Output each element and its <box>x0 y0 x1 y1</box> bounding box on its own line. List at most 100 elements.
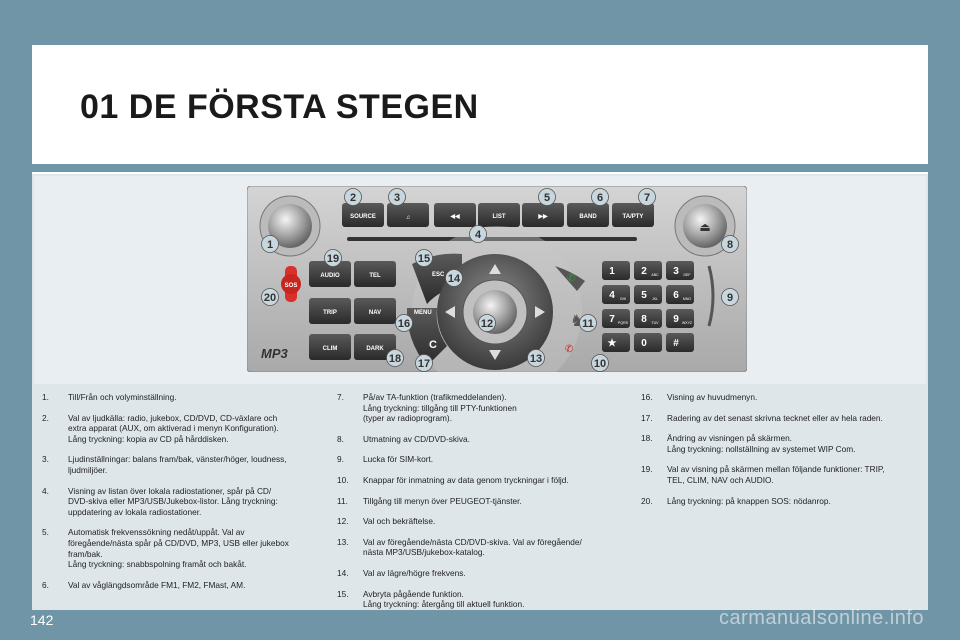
svg-text:✆: ✆ <box>567 273 575 284</box>
list-item: 12.Val och bekräftelse. <box>337 516 436 527</box>
callout-badge <box>261 288 279 306</box>
cd-slot <box>347 237 637 241</box>
callout-badge <box>388 188 406 206</box>
svg-text:SOS: SOS <box>285 283 298 289</box>
eject-knob <box>683 204 727 248</box>
keypad-key <box>666 285 694 304</box>
keypad-letters: WXYZ <box>682 321 693 325</box>
callout-badge <box>386 349 404 367</box>
list-item: 11.Tillgång till menyn över PEUGEOT-tjän… <box>337 495 522 506</box>
title-panel <box>32 45 928 164</box>
keypad-key <box>634 261 662 280</box>
keypad-digit: 7 <box>609 314 615 325</box>
keypad-key <box>634 333 662 352</box>
svg-text:NAV: NAV <box>369 310 381 316</box>
list-item: 8.Utmatning av CD/DVD-skiva. <box>337 433 470 444</box>
svg-text:MENU: MENU <box>414 310 432 316</box>
svg-text:▶▶: ▶▶ <box>537 213 548 220</box>
keypad-letters: PQRS <box>618 321 629 325</box>
list-item: 5.Automatisk frekvenssökning nedåt/uppåt… <box>42 527 289 570</box>
svg-text:TA/PTY: TA/PTY <box>623 214 644 220</box>
keypad-letters: GHI <box>620 297 626 301</box>
callout-badge <box>638 188 656 206</box>
keypad-key <box>602 261 630 280</box>
keypad-letters: MNO <box>683 297 691 301</box>
left-button-grid: AUDIO TEL TRIP NAV CLIM DARK <box>309 261 396 360</box>
list-item: 9.Lucka för SIM-kort. <box>337 454 434 465</box>
keypad-digit: # <box>673 338 679 349</box>
svg-text:TRIP: TRIP <box>323 310 337 316</box>
callout-number: 2 <box>350 192 356 204</box>
svg-text:LIST: LIST <box>493 214 506 220</box>
keypad-digit: 3 <box>673 266 679 277</box>
callout-number: 10 <box>594 358 606 370</box>
list-item: 19.Val av visning på skärmen mellan följ… <box>641 464 885 485</box>
list-item: 18.Ändring av visningen på skärmen. Lång… <box>641 433 856 454</box>
callout-number: 3 <box>394 192 400 204</box>
callout-badge <box>527 349 545 367</box>
svg-text:◀◀: ◀◀ <box>449 213 460 220</box>
keypad-key <box>666 333 694 352</box>
callout-badge <box>721 235 739 253</box>
svg-text:ESC: ESC <box>432 272 445 278</box>
svg-text:CLIM: CLIM <box>323 346 338 352</box>
list-item: 6.Val av våglängdsområde FM1, FM2, FMast… <box>42 579 246 590</box>
svg-text:✆: ✆ <box>565 344 573 355</box>
list-item: 20.Lång tryckning: på knappen SOS: nödan… <box>641 495 831 506</box>
list-item: 7.På/av TA-funktion (trafikmeddelanden).… <box>337 392 517 424</box>
column-2: 7.På/av TA-funktion (trafikmeddelanden).… <box>337 392 627 620</box>
keypad-letters: DEF <box>684 273 691 277</box>
keypad-key <box>602 285 630 304</box>
list-item: 13.Val av föregående/nästa CD/DVD-skiva.… <box>337 536 582 558</box>
keypad-key <box>666 261 694 280</box>
keypad-digit: 4 <box>609 290 615 301</box>
callout-badge <box>721 288 739 306</box>
callout-number: 17 <box>418 358 430 370</box>
callout-number: 16 <box>398 318 410 330</box>
list-item: 14.Val av lägre/högre frekvens. <box>337 567 466 578</box>
keypad-digit: 8 <box>641 314 647 325</box>
radio-diagram: ⏏ SOURCE ♫ ◀◀ LIST ▶▶ BAND TA/PTY SOS AU… <box>247 186 747 372</box>
keypad-digit: ★ <box>608 338 617 349</box>
list-item: 15.Avbryta pågående funktion. Lång tryck… <box>337 588 525 610</box>
callout-badge <box>415 354 433 372</box>
callout-badge <box>591 188 609 206</box>
callout-badge <box>344 188 362 206</box>
keypad-key <box>602 333 630 352</box>
callout-number: 4 <box>475 229 482 241</box>
column-3: 16.Visning av huvudmenyn. 17.Radering av… <box>641 392 926 516</box>
list-item: 17.Radering av det senast skrivna teckne… <box>641 412 883 423</box>
callout-number: 13 <box>530 353 542 365</box>
list-item: 1.Till/Från och volyminställning. <box>42 392 177 402</box>
keypad-digit: 1 <box>609 266 615 277</box>
callout-badge <box>395 314 413 332</box>
keypad-letters: TUV <box>652 321 660 325</box>
list-item: 4.Visning av listan över lokala radiosta… <box>42 485 278 517</box>
callout-number: 20 <box>264 292 276 304</box>
callout-badge <box>415 249 433 267</box>
top-button-row: SOURCE ♫ ◀◀ LIST ▶▶ BAND TA/PTY <box>342 203 654 227</box>
list-item: 10.Knappar för inmatning av data genom t… <box>337 474 569 485</box>
callout-number: 19 <box>327 253 339 265</box>
callout-badge <box>445 269 463 287</box>
keypad-digit: 5 <box>641 290 647 301</box>
list-item: 2.Val av ljudkälla: radio, jukebox, CD/D… <box>42 412 279 444</box>
keypad-key <box>634 309 662 328</box>
callout-number: 9 <box>727 292 733 304</box>
keypad-digit: 6 <box>673 290 679 301</box>
callout-number: 1 <box>267 239 273 251</box>
keypad-letters: ABC <box>651 273 659 277</box>
svg-text:TEL: TEL <box>369 273 381 279</box>
keypad-key <box>666 309 694 328</box>
callout-badge <box>324 249 342 267</box>
keypad-digit: 2 <box>641 266 647 277</box>
volume-knob <box>268 204 312 248</box>
keypad-digit: 9 <box>673 314 679 325</box>
callout-number: 7 <box>644 192 650 204</box>
page-number: 142 <box>30 612 54 628</box>
callout-number: 18 <box>389 353 401 365</box>
callout-badge <box>538 188 556 206</box>
list-item: 16.Visning av huvudmenyn. <box>641 392 758 402</box>
callout-number: 5 <box>544 192 550 204</box>
